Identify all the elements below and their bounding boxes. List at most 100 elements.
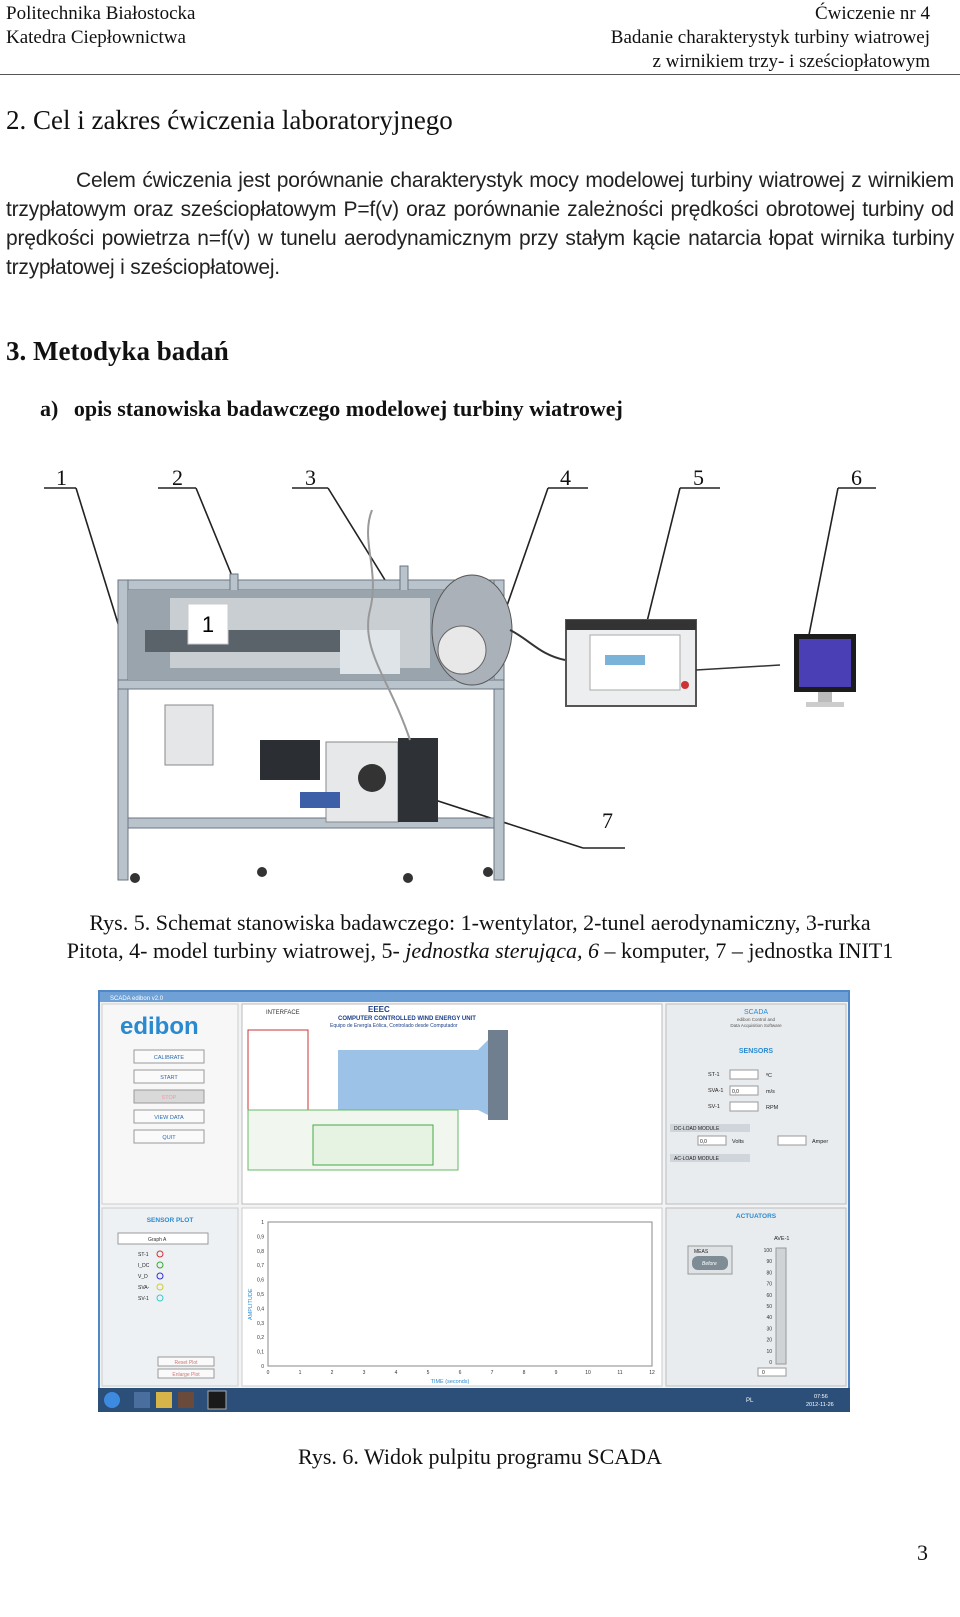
sensor-tag: SVA-1 — [708, 1088, 724, 1094]
calibrate-button[interactable] — [133, 1049, 205, 1064]
y-tick-label: 0,6 — [257, 1278, 264, 1284]
x-tick-label: 8 — [523, 1370, 526, 1376]
scada-window-title: SCADA edibon v2.0 — [110, 996, 164, 1002]
legend-item: I_DC — [138, 1263, 150, 1269]
legend-marker — [156, 1261, 164, 1269]
fig5-caption-line1: Rys. 5. Schemat stanowiska badawczego: 1… — [89, 910, 871, 935]
fig5-caption-part-b: jednostka sterująca, 6 — [405, 938, 599, 963]
section-3-title: 3. Metodyka badań — [6, 336, 229, 367]
y-axis-label: AMPLITUDE — [248, 1288, 254, 1320]
y-tick-label: 0,2 — [257, 1335, 264, 1341]
scada-subtitle-1: edibon Control and — [737, 1017, 776, 1022]
start-button[interactable] — [133, 1069, 205, 1084]
scada-screenshot: SCADA edibon v2.0 edibon CALIBRATESTARTS… — [98, 990, 850, 1412]
y-tick-label: 0,1 — [257, 1350, 264, 1356]
scada-taskbar-icon[interactable] — [207, 1390, 227, 1410]
fig5-label-2: 2 — [172, 465, 183, 490]
section-2-paragraph: Celem ćwiczenia jest porównanie charakte… — [6, 169, 954, 279]
dc-field-box — [777, 1135, 807, 1146]
y-tick-label: 0,7 — [257, 1263, 264, 1269]
taskbar-language: PL — [746, 1398, 754, 1404]
stop-button[interactable] — [133, 1089, 205, 1104]
ave-tick-label: 70 — [766, 1282, 772, 1288]
taskbar-date: 2012-11-26 — [806, 1402, 834, 1408]
y-tick-label: 0,5 — [257, 1292, 264, 1298]
view-data-button-label: VIEW DATA — [154, 1115, 184, 1121]
dc-field-value: 0,0 — [700, 1139, 707, 1145]
legend-item: ST-1 — [138, 1252, 149, 1258]
legend-marker — [156, 1283, 164, 1291]
fig5-label-6: 6 — [851, 465, 862, 490]
diagram-subtitle-1: COMPUTER CONTROLLED WIND ENERGY UNIT — [338, 1016, 476, 1022]
stop-button-label: STOP — [162, 1095, 177, 1101]
sensor-unit: m/s — [766, 1089, 775, 1095]
sensor-value-box — [729, 1069, 759, 1080]
ave-tick-label: 20 — [766, 1338, 772, 1344]
legend-item: SVA- — [138, 1285, 150, 1291]
graph-select-value: Graph A — [148, 1237, 167, 1243]
fig5-test-stand-photo: 1 — [44, 487, 876, 883]
subsection-a-text: opis stanowiska badawczego modelowej tur… — [73, 396, 623, 421]
ave-slider[interactable] — [775, 1247, 787, 1365]
dc-field-unit: Amper — [812, 1139, 828, 1145]
legend-item: V_D — [138, 1274, 148, 1280]
y-tick-label: 0,9 — [257, 1234, 264, 1240]
start-button[interactable] — [104, 1392, 120, 1408]
y-tick-label: 1 — [261, 1220, 264, 1226]
dc-module-label: DC-LOAD MODULE — [674, 1126, 720, 1132]
diagram-subtitle-2: Equipo de Energía Eólica, Controlado des… — [330, 1023, 458, 1029]
page-number: 3 — [917, 1540, 928, 1565]
reset-plot-button[interactable] — [157, 1356, 215, 1367]
graph-select[interactable] — [117, 1232, 209, 1245]
calibrate-button-label: CALIBRATE — [154, 1055, 184, 1061]
x-tick-label: 3 — [363, 1370, 366, 1376]
fig5-label-3: 3 — [305, 465, 316, 490]
dc-field-unit: Volts — [732, 1139, 744, 1145]
header-rule — [0, 74, 960, 75]
section-2-title: 2. Cel i zakres ćwiczenia laboratoryjneg… — [6, 105, 453, 135]
start-button-label: START — [160, 1075, 178, 1081]
subsection-a-marker: a) — [40, 396, 59, 421]
x-tick-label: 0 — [267, 1370, 270, 1376]
sensor-unit: ºC — [766, 1072, 772, 1079]
ave-tick-label: 100 — [764, 1248, 773, 1254]
y-tick-label: 0,8 — [257, 1249, 264, 1255]
legend-marker — [156, 1294, 164, 1302]
x-tick-label: 11 — [617, 1370, 622, 1376]
sensor-value: 0,0 — [732, 1089, 739, 1095]
department-name: Katedra Ciepłownictwa — [6, 27, 186, 48]
sensor-value-box — [729, 1101, 759, 1112]
explorer-taskbar-icon[interactable] — [156, 1392, 172, 1408]
media-taskbar-icon[interactable] — [178, 1392, 194, 1408]
reset-plot-button-label: Reset Plot — [174, 1360, 198, 1366]
exercise-number: Ćwiczenie nr 4 — [814, 3, 930, 24]
ave-tick-label: 10 — [766, 1349, 772, 1355]
scada-subtitle-2: Data Acquisition Software — [730, 1023, 782, 1028]
fig5-caption-part-a: Pitota, 4- model turbiny wiatrowej, 5- — [66, 938, 406, 963]
meas-label: MEAS — [694, 1249, 709, 1255]
x-tick-label: 1 — [299, 1370, 302, 1376]
view-data-button[interactable] — [133, 1109, 205, 1124]
fig5-label-4: 4 — [560, 465, 571, 490]
header-right: Ćwiczenie nr 4 Badanie charakterystyk tu… — [611, 2, 930, 74]
before-button[interactable] — [692, 1256, 728, 1270]
fig5-caption-line2: Pitota, 4- model turbiny wiatrowej, 5- j… — [0, 938, 960, 964]
section-3-name: Metodyka badań — [33, 336, 229, 366]
enlarge-plot-button[interactable] — [157, 1368, 215, 1379]
x-tick-label: 9 — [555, 1370, 558, 1376]
sensor-unit: RPM — [766, 1105, 779, 1111]
x-tick-label: 6 — [459, 1370, 462, 1376]
x-axis-label: TIME (seconds) — [431, 1379, 470, 1385]
sensor-value-box — [729, 1085, 759, 1096]
section-3-number: 3. — [6, 336, 27, 366]
ac-module-label: AC-LOAD MODULE — [674, 1156, 720, 1162]
quit-button[interactable] — [133, 1129, 205, 1144]
ie-taskbar-icon[interactable] — [134, 1392, 150, 1408]
quit-button-label: QUIT — [162, 1135, 176, 1141]
university-name: Politechnika Białostocka — [6, 3, 196, 24]
actuators-title: ACTUATORS — [736, 1213, 777, 1220]
